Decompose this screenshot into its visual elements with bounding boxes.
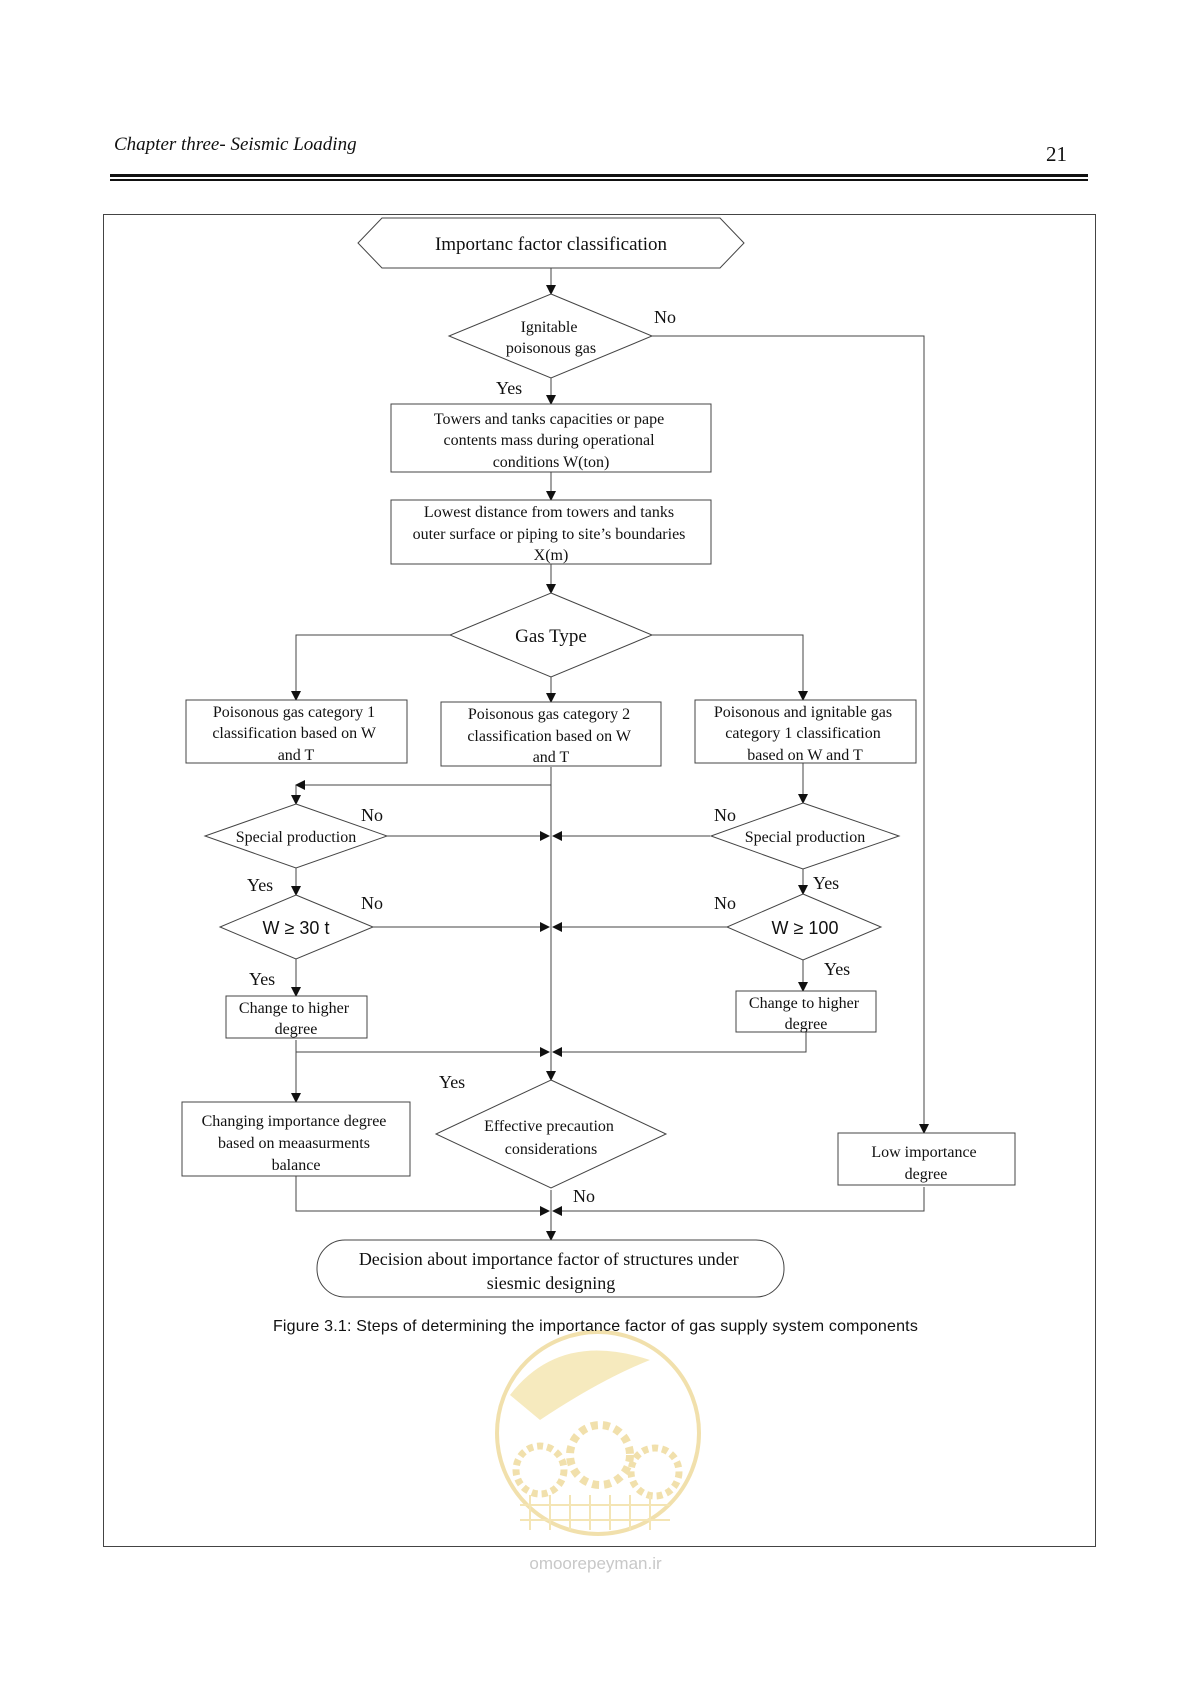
box-distance (390, 499, 712, 565)
gas-type-text: Gas Type (515, 626, 587, 647)
label-yes-special-left: Yes (247, 875, 273, 895)
figure-caption: Figure 3.1: Steps of determining the imp… (272, 1318, 919, 1335)
decision-special-left (203, 803, 389, 869)
label-no-special-right: No (714, 805, 736, 825)
higher-left-text: Change to higher degree (239, 1000, 353, 1038)
watermark-logo (495, 1330, 701, 1536)
terminal-decision (316, 1239, 785, 1298)
label-yes-precaution: Yes (439, 1072, 465, 1092)
w30-text: W ≥ 30 t (263, 918, 330, 938)
decision-gas-type (448, 592, 654, 678)
figure-frame (103, 214, 1096, 1547)
label-no-special-left: No (361, 805, 383, 825)
decision-special-right (709, 802, 901, 870)
box-cat3 (694, 699, 917, 764)
box-low-importance (837, 1132, 1016, 1186)
changing-text: Changing importance degree based on meaa… (202, 1113, 391, 1174)
box-higher-left (225, 995, 368, 1039)
cat2-text: Poisonous gas category 2 classification … (467, 706, 634, 766)
special-right-text: Special production (745, 829, 865, 846)
start-text: Importanc factor classification (435, 234, 668, 255)
watermark-url: omoorepeyman.ir (529, 1554, 662, 1573)
low-importance-text: Low importance degree (871, 1144, 980, 1183)
special-left-text: Special production (236, 829, 356, 846)
decision-w30 (218, 894, 375, 960)
header-rule-thick (110, 174, 1088, 177)
label-no-w30: No (361, 893, 383, 913)
box-cat2 (440, 701, 662, 767)
label-no-w100: No (714, 893, 736, 913)
box-towers (390, 403, 712, 473)
precaution-text: Effective precaution considerations (484, 1118, 618, 1158)
higher-right-text: Change to higher degree (749, 995, 863, 1033)
box-higher-right (735, 990, 877, 1033)
start-hexagon (357, 217, 745, 269)
label-yes-w100: Yes (824, 959, 850, 979)
ignitable-text: Ignitable poisonous gas (506, 319, 596, 357)
label-yes-ignitable: Yes (496, 378, 522, 398)
decision-w100 (725, 893, 883, 961)
label-yes-w30: Yes (249, 969, 275, 989)
box-changing (181, 1101, 411, 1177)
label-no-precaution: No (573, 1186, 595, 1206)
cat3-text: Poisonous and ignitable gas category 1 c… (714, 704, 896, 764)
label-yes-special-right: Yes (813, 873, 839, 893)
page-number: 21 (1046, 142, 1067, 166)
decision-precaution (434, 1079, 668, 1189)
w100-text: W ≥ 100 (772, 918, 839, 938)
distance-text: Lowest distance from towers and tanks ou… (413, 504, 690, 564)
cat1-text: Poisonous gas category 1 classification … (212, 704, 379, 764)
header-rule-thin (110, 179, 1088, 181)
box-cat1 (185, 699, 408, 764)
running-header: Chapter three- Seismic Loading (114, 134, 357, 155)
connectors (291, 268, 929, 1241)
decision-text: Decision about importance factor of stru… (359, 1249, 743, 1293)
towers-text: Towers and tanks capacities or pape cont… (434, 411, 668, 471)
decision-ignitable (447, 293, 654, 379)
label-no-ignitable: No (654, 307, 676, 327)
